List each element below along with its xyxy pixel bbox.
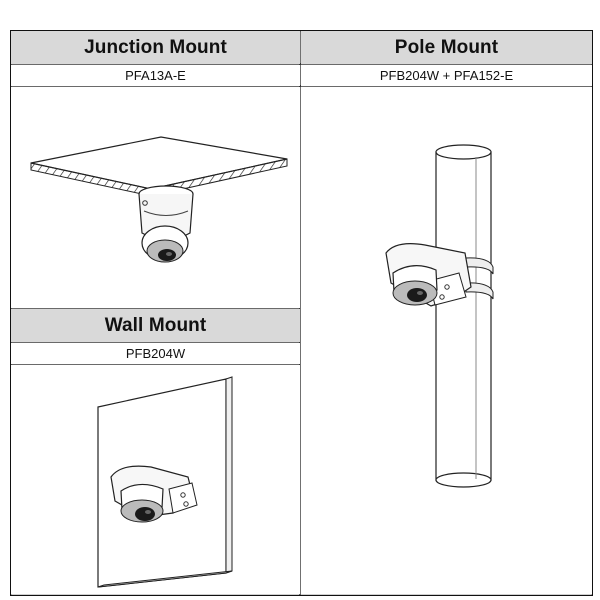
junction-mount-model-cell: PFA13A-E [11,65,300,86]
wall-mount-illustration [11,365,300,594]
wall-mount-model: PFB204W [125,346,186,361]
table-grid-lines [10,30,593,596]
pole-mount-model: PFB204W + PFA152-E [379,68,514,83]
mount-options-table: Junction Mount PFA13A-E Pole Mount PFB20… [10,30,593,596]
pole-mount-header: Pole Mount [301,31,592,64]
ceiling-junction-illustration [11,87,300,308]
junction-mount-title: Junction Mount [84,36,227,58]
wall-mount-title: Wall Mount [104,314,207,336]
wall-mount-header: Wall Mount [11,309,300,342]
junction-mount-model: PFA13A-E [125,68,186,83]
wall-mount-model-cell: PFB204W [11,343,300,364]
junction-mount-header: Junction Mount [11,31,300,64]
pole-mount-model-cell: PFB204W + PFA152-E [301,65,592,86]
pole-mount-title: Pole Mount [394,36,499,58]
pole-mount-illustration [301,87,592,594]
